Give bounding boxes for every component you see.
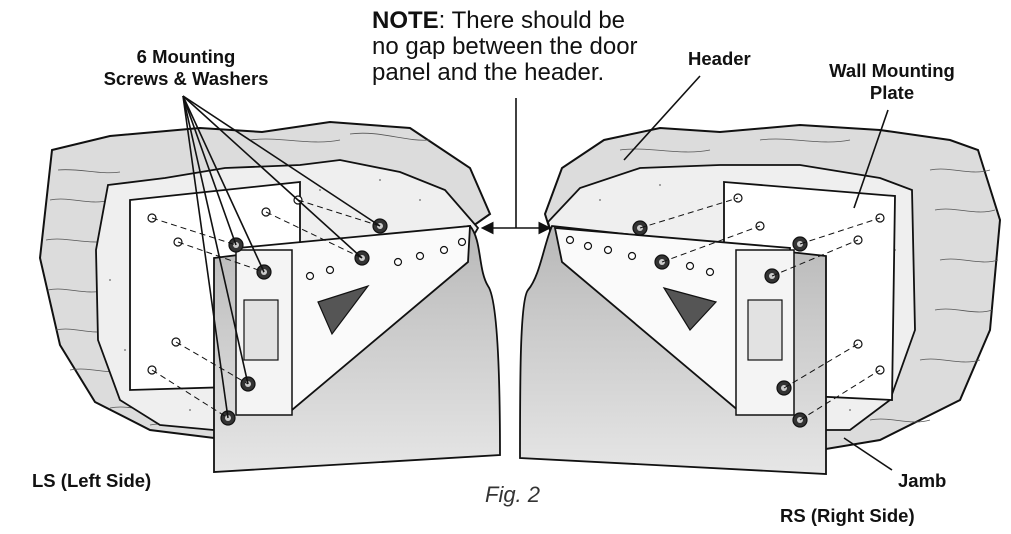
left-side-assembly <box>38 95 501 473</box>
right-side-assembly <box>519 123 1002 475</box>
jamb-label: Jamb <box>898 470 947 491</box>
screws-label-line2: Screws & Washers <box>103 68 269 89</box>
note-line2: no gap between the door <box>372 33 638 60</box>
wall-plate-label-line2: Plate <box>869 82 915 103</box>
note-callout: NOTE: There should be no gap between the… <box>372 8 638 86</box>
wall-plate-label-line1: Wall Mounting <box>829 60 955 81</box>
callout-leaders <box>480 75 893 471</box>
note-line1: : There should be <box>438 7 626 34</box>
right-side-label: RS (Right Side) <box>780 505 915 526</box>
header-label: Header <box>688 48 751 69</box>
wall-mounting-plate-label: Wall Mounting Plate <box>812 60 972 104</box>
left-side-label: LS (Left Side) <box>32 470 152 491</box>
note-prefix: NOTE <box>372 7 439 34</box>
figure-caption: Fig. 2 <box>485 482 541 507</box>
screws-label-line1: 6 Mounting <box>136 46 236 67</box>
note-line3: panel and the header. <box>372 59 605 86</box>
screws-label: 6 Mounting Screws & Washers <box>86 46 286 90</box>
